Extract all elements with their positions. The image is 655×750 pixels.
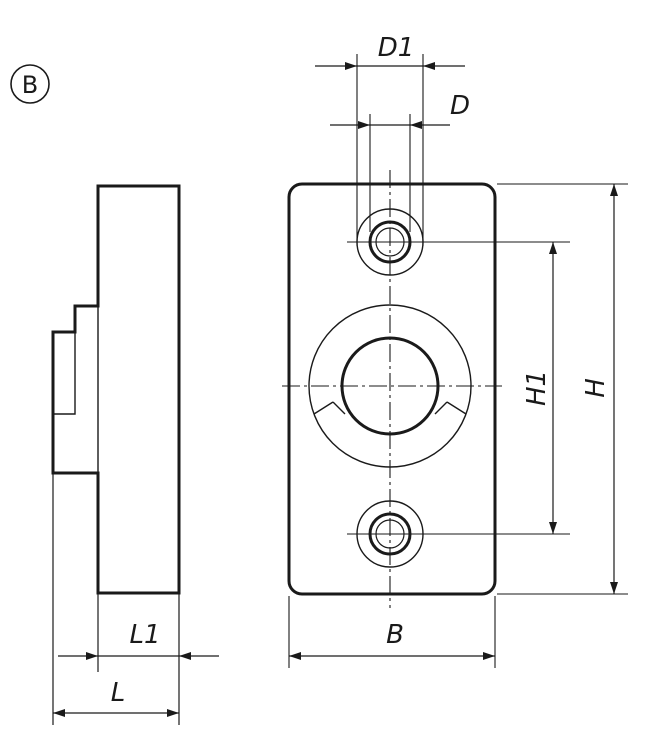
side-view xyxy=(51,184,219,725)
dim-L-label: L xyxy=(111,678,126,708)
dim-H-label: H xyxy=(581,378,611,398)
center-boss-step xyxy=(313,401,467,415)
side-view-inner-step xyxy=(53,332,76,415)
dim-B-label: B xyxy=(386,620,404,650)
plate-outline xyxy=(287,182,497,596)
view-label-text: B xyxy=(22,71,38,99)
view-label-badge: B xyxy=(10,64,50,104)
dim-L1-label: L1 xyxy=(129,620,160,650)
dim-D1-label: D1 xyxy=(378,33,415,63)
dim-H1-label: H1 xyxy=(522,370,552,406)
side-view-outline xyxy=(51,184,181,595)
center-lines xyxy=(282,170,502,608)
view-label-circle xyxy=(10,64,50,104)
dim-D-label: D xyxy=(450,91,470,121)
front-view xyxy=(282,54,628,668)
